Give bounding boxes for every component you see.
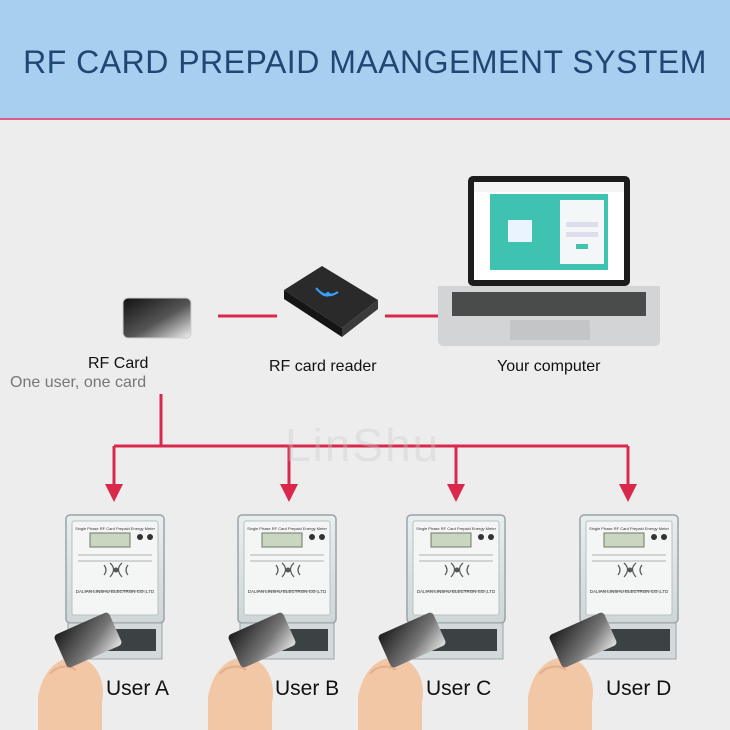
reader-label: RF card reader [269,358,377,375]
user-a-label: User A [106,677,170,700]
user-d-label: User D [606,677,672,700]
hand-card-user-c [378,612,446,668]
meter-a-title: Single Phase RF Card Prepaid Energy Mete… [75,526,155,531]
hand-user-d [527,656,595,730]
arrow-to-user-c [447,446,465,502]
meter-b-maker: DALIAN LINSHU ELECTRON CO.,LTD [248,589,327,594]
hand-user-c [357,656,425,730]
watermark: LinShu [285,419,441,471]
hand-user-b [207,656,275,730]
rf-card-sublabel: One user, one card [10,374,147,391]
arrow-to-user-d [619,446,637,502]
meter-a-maker: DALIAN LINSHU ELECTRON CO.,LTD [76,589,155,594]
rf-card-graphic [122,297,192,339]
rf-reader-graphic [284,266,378,337]
hand-user-a [37,656,105,730]
arrow-to-user-a [105,446,123,502]
laptop-graphic [438,176,660,346]
hand-card-user-d [549,612,617,668]
hand-card-user-a [54,612,122,668]
arrow-to-user-b [280,446,298,502]
meter-d-maker: DALIAN LINSHU ELECTRON CO.,LTD [590,589,669,594]
meter-b-title: Single Phase RF Card Prepaid Energy Mete… [247,526,327,531]
computer-label: Your computer [497,358,601,375]
rf-card-label: RF Card [88,355,149,372]
hand-card-user-b [228,612,296,668]
user-c-label: User C [426,677,492,700]
meter-d-title: Single Phase RF Card Prepaid Energy Mete… [589,526,669,531]
user-b-label: User B [275,677,340,700]
meter-c-maker: DALIAN LINSHU ELECTRON CO.,LTD [417,589,496,594]
page-title: RF CARD PREPAID MAANGEMENT SYSTEM [23,44,707,80]
header-banner: RF CARD PREPAID MAANGEMENT SYSTEM [0,0,730,120]
meter-c-title: Single Phase RF Card Prepaid Energy Mete… [416,526,496,531]
